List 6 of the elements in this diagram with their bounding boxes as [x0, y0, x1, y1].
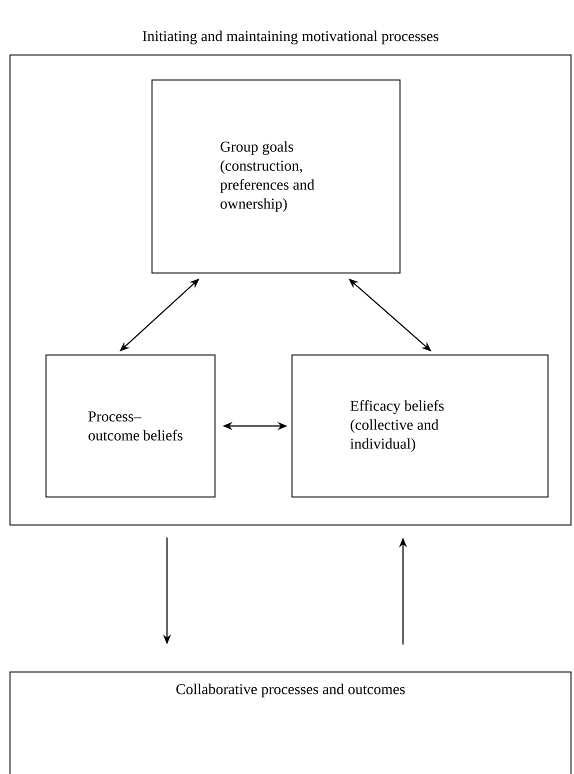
box-title: Initiating and maintaining motivational processes [142, 30, 438, 44]
outer-box [10, 30, 572, 526]
goal-box: Group goals (construction, preferences and ownership) [152, 80, 400, 274]
belief-box: Process–outcome beliefs [46, 354, 216, 498]
outcome-box: Collaborative processes and outcomes [10, 672, 572, 774]
belief-box: Efficacy beliefs (collective and individual) [292, 354, 548, 498]
